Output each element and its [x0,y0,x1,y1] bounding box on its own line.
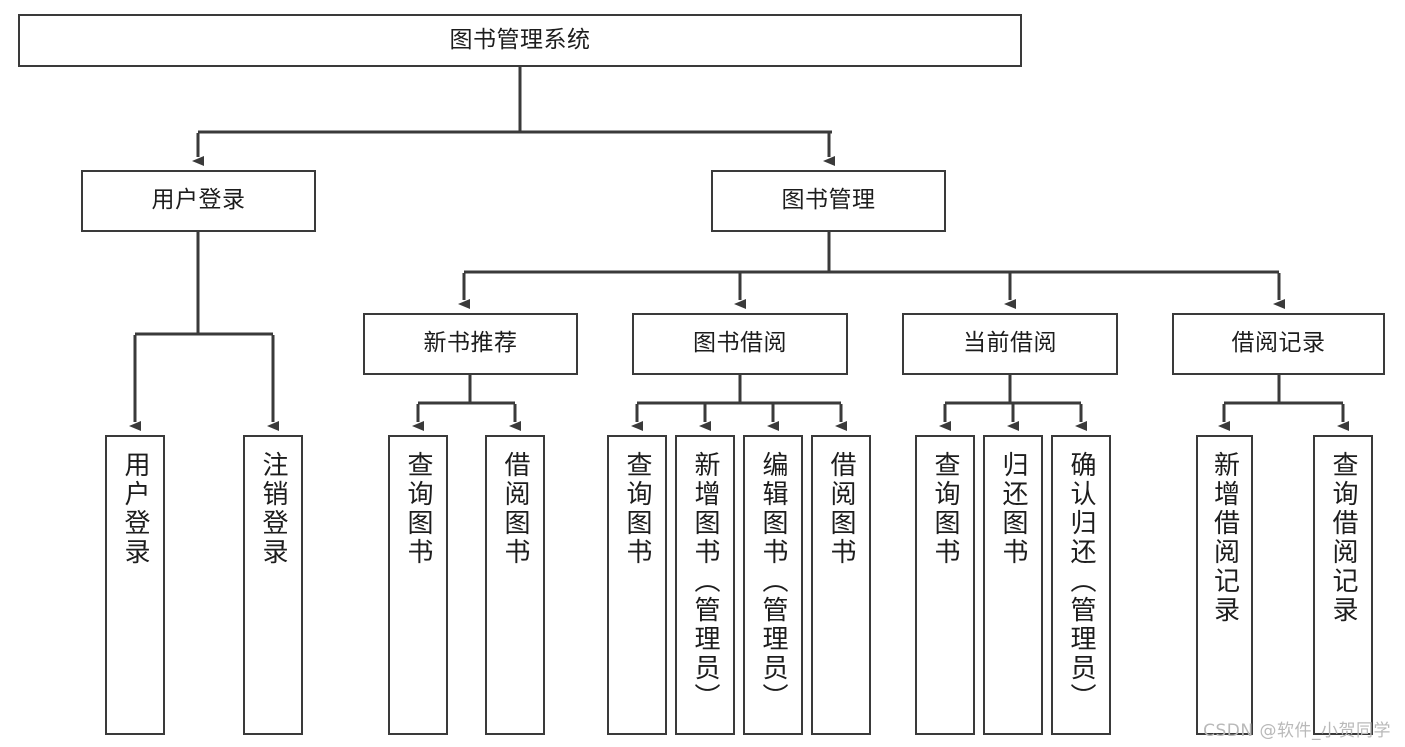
leaf-record-add[interactable]: 新增借阅记录 [1196,435,1253,735]
leaf-borrow-add-book[interactable]: 新增图书（管理员） [675,435,735,735]
node-root-label: 图书管理系统 [449,26,591,53]
node-new-book-recommend-label: 新书推荐 [423,330,518,357]
leaf-current-query-book-label: 查询图书 [930,451,961,567]
csdn-watermark: CSDN @软件_小贺同学 [1203,721,1391,741]
leaf-recommend-query-book-label: 查询图书 [403,451,434,567]
leaf-current-query-book[interactable]: 查询图书 [915,435,975,735]
leaf-recommend-borrow-book[interactable]: 借阅图书 [485,435,545,735]
leaf-borrow-borrow-book-label: 借阅图书 [826,451,857,567]
leaf-record-query-label: 查询借阅记录 [1328,451,1359,625]
node-user-login[interactable]: 用户登录 [81,170,316,232]
leaf-user-login[interactable]: 用户登录 [105,435,165,735]
leaf-current-return-book-label: 归还图书 [998,451,1029,567]
node-book-manage[interactable]: 图书管理 [711,170,946,232]
node-current-borrow[interactable]: 当前借阅 [902,313,1118,375]
leaf-borrow-edit-book[interactable]: 编辑图书（管理员） [743,435,803,735]
leaf-recommend-borrow-book-label: 借阅图书 [500,451,531,567]
node-book-borrow-label: 图书借阅 [693,330,787,357]
leaf-borrow-borrow-book[interactable]: 借阅图书 [811,435,871,735]
leaf-current-return-book[interactable]: 归还图书 [983,435,1043,735]
leaf-borrow-add-book-label: 新增图书（管理员） [690,451,721,712]
leaf-record-query[interactable]: 查询借阅记录 [1313,435,1373,735]
leaf-logout-label: 注销登录 [258,451,289,567]
leaf-user-login-label: 用户登录 [120,451,151,567]
leaf-current-confirm-return-label: 确认归还（管理员） [1066,451,1097,712]
leaf-borrow-query-book[interactable]: 查询图书 [607,435,667,735]
leaf-recommend-query-book[interactable]: 查询图书 [388,435,448,735]
node-borrow-record-label: 借阅记录 [1231,330,1326,357]
node-new-book-recommend[interactable]: 新书推荐 [363,313,578,375]
leaf-current-confirm-return[interactable]: 确认归还（管理员） [1051,435,1111,735]
node-root[interactable]: 图书管理系统 [18,14,1022,67]
node-book-borrow[interactable]: 图书借阅 [632,313,848,375]
leaf-logout[interactable]: 注销登录 [243,435,303,735]
node-borrow-record[interactable]: 借阅记录 [1172,313,1385,375]
node-book-manage-label: 图书管理 [781,187,876,214]
node-user-login-label: 用户登录 [151,187,246,214]
node-current-borrow-label: 当前借阅 [963,330,1057,357]
leaf-borrow-query-book-label: 查询图书 [622,451,653,567]
leaf-record-add-label: 新增借阅记录 [1209,451,1240,625]
leaf-borrow-edit-book-label: 编辑图书（管理员） [758,451,789,712]
